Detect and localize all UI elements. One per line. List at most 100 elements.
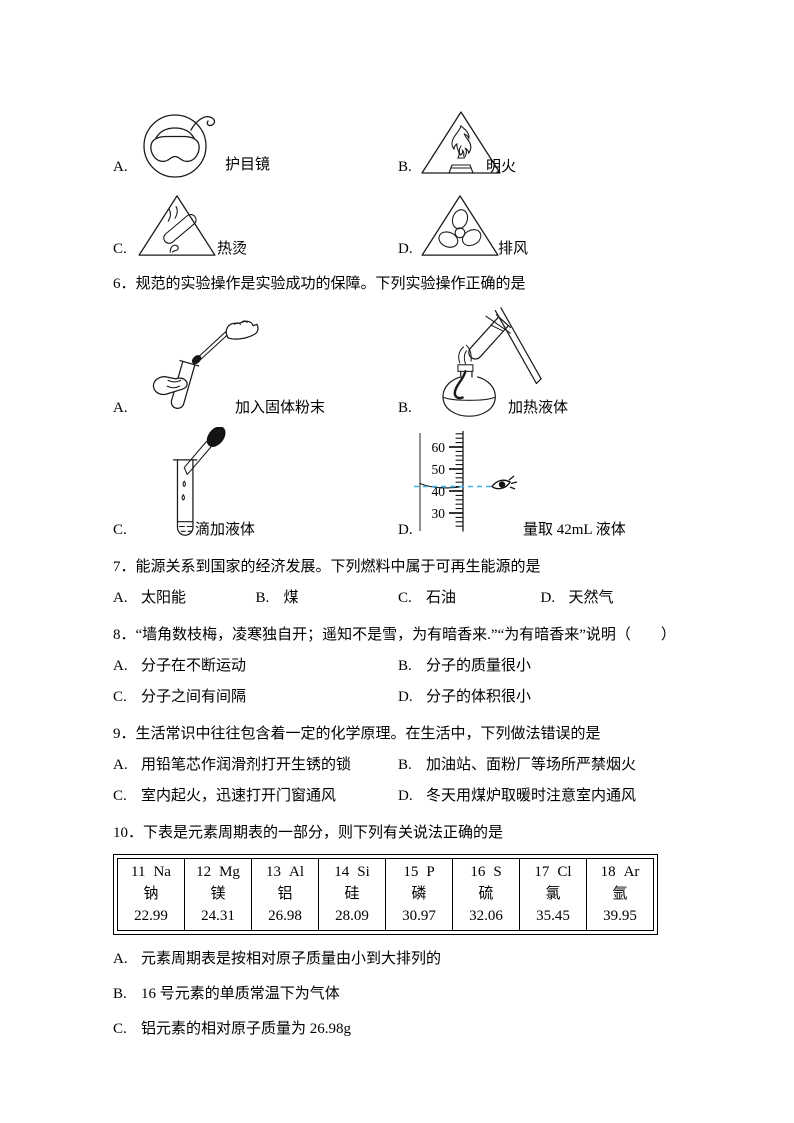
element-mass: 26.98	[268, 908, 302, 924]
q9-option-b: B. 加油站、面粉厂等场所严禁烟火	[398, 755, 683, 776]
add-solid-powder-figure-icon	[152, 320, 259, 410]
safety-sign-option-b: B. 明火	[398, 96, 683, 180]
element-symbol: Al	[289, 864, 304, 880]
q6-option-c: C. 滴加液体	[113, 425, 398, 541]
scald-icon	[138, 195, 216, 256]
element-number: 15	[403, 864, 419, 880]
q9-option-d: D. 冬天用煤炉取暖时注意室内通风	[398, 786, 683, 807]
element-name: 硅	[344, 886, 360, 902]
question-10-text: 10．下表是元素周期表的一部分，则下列有关说法正确的是	[113, 825, 504, 841]
option-text: 分子在不断运动	[141, 658, 247, 674]
element-symbol: Na	[153, 864, 171, 880]
option-caption: 排风	[498, 241, 529, 257]
option-label: A.	[113, 757, 128, 773]
q7-option-c: C. 石油	[398, 588, 541, 609]
element-name: 氯	[545, 886, 561, 902]
goggles-icon	[143, 114, 216, 178]
option-label: C.	[113, 788, 127, 804]
element-cell-p: 15 P 磷 30.97	[385, 858, 453, 931]
element-mass: 32.06	[469, 908, 503, 924]
q9-options-row-1: A.用铅笔芯作润滑剂打开生锈的锁 B.加油站、面粉厂等场所严禁烟火	[113, 755, 683, 776]
safety-sign-option-a: A. 护目镜	[113, 96, 398, 180]
q10-option-c: C. 铝元素的相对原子质量为 26.98g	[113, 1019, 683, 1040]
q8-option-a: A. 分子在不断运动	[113, 656, 398, 677]
element-number: 12	[196, 864, 212, 880]
q6-option-a: A. 加入固体粉末	[113, 303, 398, 419]
q7-option-b: B.煤	[256, 588, 399, 609]
option-caption: 明火	[486, 159, 517, 175]
option-text: 煤	[283, 590, 299, 606]
option-text: 太阳能	[141, 590, 187, 606]
safety-sign-row-1: A. 护目镜 B. 明火	[113, 96, 683, 180]
q8-option-c: C. 分子之间有间隔	[113, 687, 398, 708]
element-symbol: P	[426, 864, 435, 880]
option-label: A.	[113, 951, 128, 967]
option-label: D.	[540, 590, 556, 606]
option-label: D.	[398, 788, 413, 804]
option-label: C.	[398, 590, 412, 606]
element-name: 硫	[478, 886, 494, 902]
option-text: 元素周期表是按相对原子质量由小到大排列的	[141, 951, 442, 967]
option-text: 加油站、面粉厂等场所严禁烟火	[426, 757, 637, 773]
option-text: 冬天用煤炉取暖时注意室内通风	[426, 788, 637, 804]
question-6-text: 6．规范的实验操作是实验成功的保障。下列实验操作正确的是	[113, 276, 526, 292]
element-name: 氩	[612, 886, 628, 902]
exam-content: A. 护目镜 B. 明火 C.	[113, 0, 683, 1040]
option-text: 铝元素的相对原子质量为 26.98g	[141, 1021, 352, 1037]
option-text: 天然气	[568, 590, 614, 606]
question-8-text: 8．“墙角数枝梅，凌寒独自开；遥知不是雪，为有暗香来.”“为有暗香来”说明（ ）	[113, 627, 676, 643]
option-label: A.	[113, 590, 128, 606]
element-name: 镁	[210, 886, 226, 902]
q9-options-row-2: C.室内起火，迅速打开门窗通风 D. 冬天用煤炉取暖时注意室内通风	[113, 786, 683, 807]
option-caption: 滴加液体	[195, 522, 256, 538]
q9-option-c: C.室内起火，迅速打开门窗通风	[113, 786, 398, 807]
option-text: 石油	[426, 590, 457, 606]
element-mass: 22.99	[134, 908, 168, 924]
element-symbol: Ar	[623, 864, 640, 880]
option-label: B.	[398, 400, 412, 416]
option-label: A.	[113, 658, 128, 674]
element-symbol: Si	[357, 864, 370, 880]
option-text: 分子之间有间隔	[141, 689, 247, 705]
q6-option-b: B. 加热液体	[398, 303, 683, 419]
q10-option-a: A. 元素周期表是按相对原子质量由小到大排列的	[113, 949, 683, 970]
question-9-text: 9．生活常识中往往包含着一定的化学原理。在生活中，下列做法错误的是	[113, 726, 601, 742]
scale-30: 30	[432, 506, 446, 521]
element-number: 13	[266, 864, 281, 880]
element-number: 16	[470, 864, 486, 880]
element-number: 17	[534, 864, 550, 880]
safety-sign-option-d: D. 排风	[398, 190, 683, 260]
option-label: B.	[398, 159, 412, 175]
option-label: B.	[398, 658, 412, 674]
option-caption: 加入固体粉末	[235, 400, 326, 416]
element-cell-s: 16 S 硫 32.06	[452, 858, 520, 931]
safety-sign-option-c: C. 热烫	[113, 190, 398, 260]
q6-figure-row-2: C. 滴加液体 D. 60 50 40 30	[113, 425, 683, 541]
element-symbol: S	[493, 864, 502, 880]
option-label: D.	[398, 689, 413, 705]
element-mass: 35.45	[536, 908, 570, 924]
graduated-cylinder-figure-icon: 60 50 40 30	[414, 431, 517, 532]
option-label: D.	[398, 522, 413, 538]
option-label: B.	[398, 757, 412, 773]
element-name: 磷	[411, 886, 427, 902]
option-caption: 量取 42mL 液体	[523, 522, 626, 538]
option-label: C.	[113, 241, 127, 257]
drop-liquid-figure-icon	[172, 427, 226, 536]
q8-options-row-1: A.分子在不断运动 B.分子的质量很小	[113, 656, 683, 677]
option-caption: 热烫	[217, 241, 248, 257]
scale-60: 60	[432, 440, 446, 455]
option-text: 16 号元素的单质常温下为气体	[141, 986, 340, 1002]
exhaust-fan-icon	[421, 195, 499, 256]
element-mass: 30.97	[402, 908, 436, 924]
option-label: C.	[113, 689, 127, 705]
q10-option-b: B.16 号元素的单质常温下为气体	[113, 984, 683, 1005]
option-label: C.	[113, 1021, 127, 1037]
option-caption: 护目镜	[225, 157, 271, 173]
